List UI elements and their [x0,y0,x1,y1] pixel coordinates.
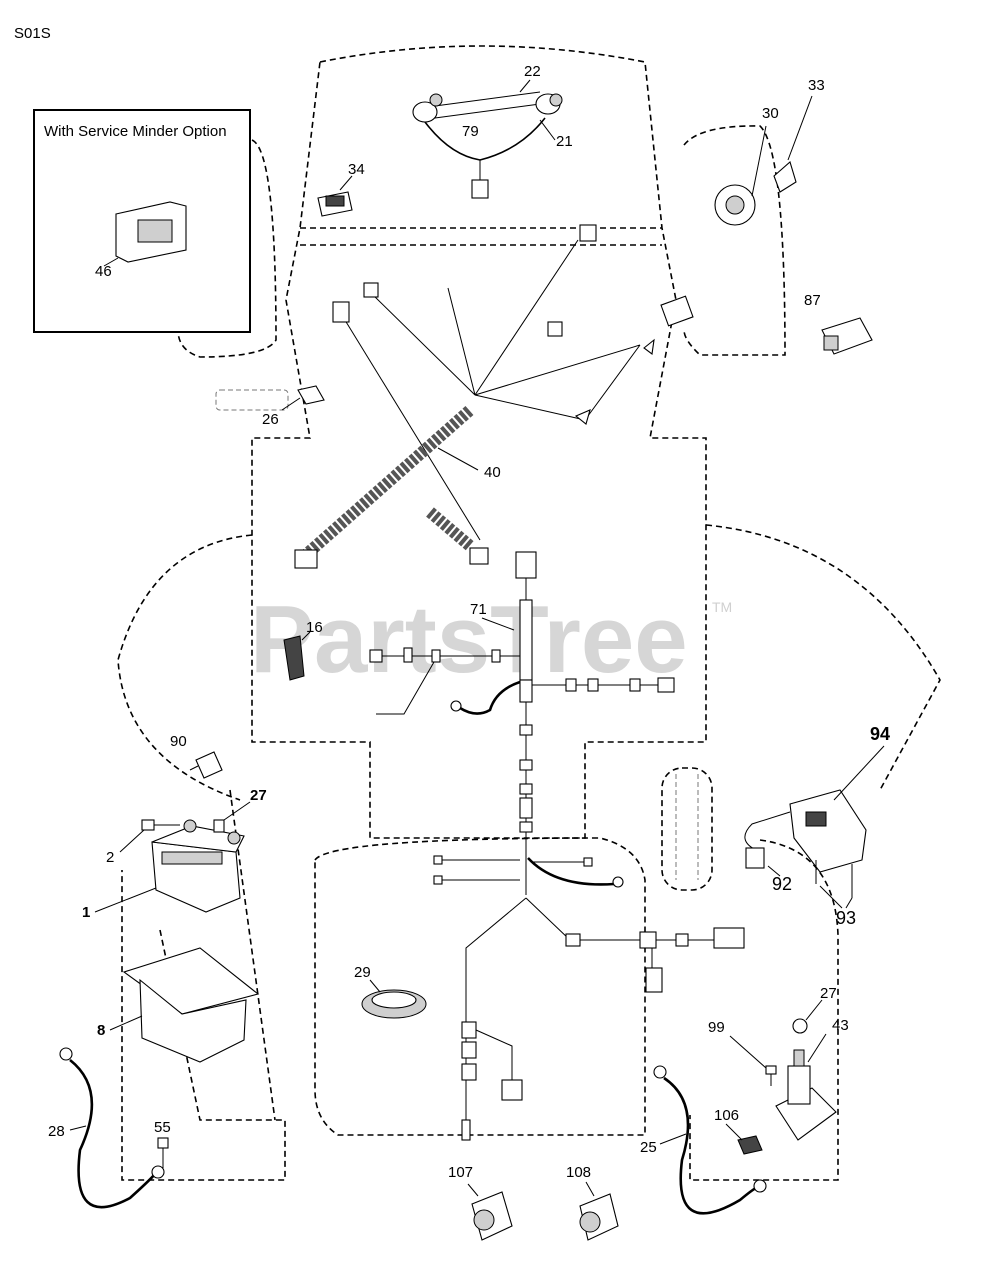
callout-26: 26 [262,411,279,428]
part-99-bolt [729,1035,777,1086]
callout-22: 22 [524,63,541,80]
callout-55: 55 [154,1119,171,1136]
part-71-main-harness [369,551,675,895]
callout-71: 71 [470,601,487,618]
headlight-assembly [412,91,563,199]
callout-27-top: 27 [250,787,267,804]
part-94-assembly [744,745,885,909]
callout-106: 106 [714,1107,739,1124]
part-87-relay [821,317,873,355]
callout-107: 107 [448,1164,473,1181]
part-43-solenoid [775,1033,837,1141]
watermark-tm: TM [712,599,732,615]
callout-46: 46 [95,263,112,280]
lower-harness [433,855,745,1141]
callout-99: 99 [708,1019,725,1036]
callout-33: 33 [808,77,825,94]
part-90-diode [189,751,223,779]
part-33-key [773,95,813,193]
callout-79: 79 [462,123,479,140]
callout-93: 93 [836,908,856,928]
callout-25: 25 [640,1139,657,1156]
callout-27-bottom: 27 [820,985,837,1002]
part-26-fuse [215,385,325,411]
watermark: PartsTree [250,586,688,693]
part-1-battery [94,819,245,913]
callout-1: 1 [82,904,90,921]
callout-90: 90 [170,733,187,750]
part-2-bolt [119,819,180,853]
callout-43: 43 [832,1017,849,1034]
callout-87: 87 [804,292,821,309]
inset-title: With Service Minder Option [44,123,227,140]
callout-8: 8 [97,1022,105,1039]
seat-rail [661,767,713,891]
part-27-nut [792,999,823,1034]
callout-108: 108 [566,1164,591,1181]
callout-28: 28 [48,1123,65,1140]
callout-21: 21 [556,133,573,150]
callout-94: 94 [870,724,890,744]
part-28-cable [59,1047,165,1209]
callout-2: 2 [106,849,114,866]
part-8-battery-tray [109,947,260,1063]
part-106-clip [725,1123,763,1155]
part-29-grommet [361,979,427,1019]
page-code: S01S [14,25,51,42]
part-108-switch [579,1181,619,1241]
part-55-bolt [157,1137,169,1168]
callout-34: 34 [348,161,365,178]
callout-16: 16 [306,619,323,636]
part-34-switch [317,175,353,217]
part-25-cable [653,1065,767,1215]
upper-harness [363,224,694,425]
callout-92: 92 [772,874,792,894]
part-16-connector [283,631,311,681]
part-40-braided-harness [294,301,489,569]
callout-29: 29 [354,964,371,981]
callout-40: 40 [484,464,501,481]
part-27-nut-top [213,801,251,833]
service-minder-inset: With Service Minder Option 46 [33,109,251,333]
part-107-switch [467,1183,513,1241]
callout-30: 30 [762,105,779,122]
part-30-ignition [714,125,767,226]
